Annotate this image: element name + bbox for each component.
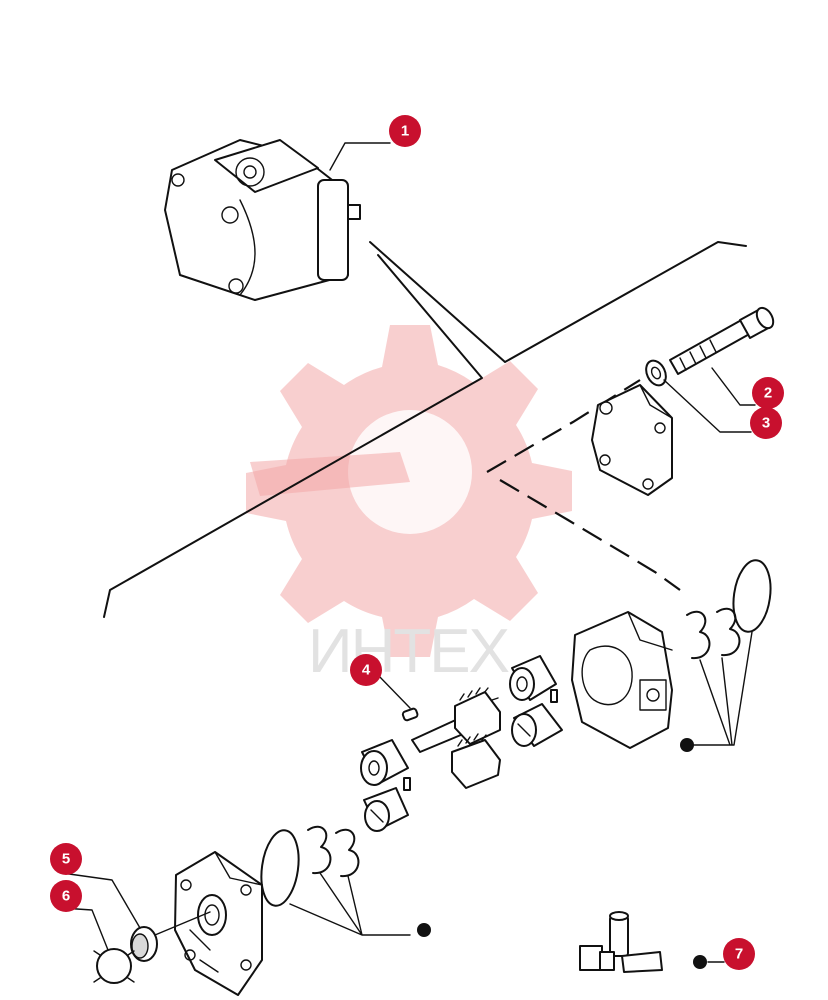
shaft-seal [130,911,211,962]
dowel-pin-lower [403,777,411,791]
watermark-text: ИНТЕХ [308,617,510,686]
bushing-upper-a [509,655,557,701]
callout-4: 4 [350,654,382,686]
pump-body [571,611,673,749]
svg-text:1: 1 [401,123,409,140]
callout-3: 3 [750,407,782,439]
bushing-upper-b [511,703,563,747]
dowel-pin [550,689,558,703]
driven-gear [451,733,501,789]
watermark-gear-logo [246,325,572,657]
drive-gear-shaft [411,687,501,753]
bolt [669,306,775,375]
bushing-lower-b [363,787,409,832]
svg-text:5: 5 [62,851,70,868]
retaining-ring [93,948,135,984]
seal-set-lower [260,825,431,937]
svg-text:7: 7 [735,946,743,963]
callout-2: 2 [752,377,784,409]
callout-1: 1 [389,115,421,147]
callout-6: 6 [50,880,82,912]
washer [645,359,667,387]
callout-5: 5 [50,843,82,875]
callout-leaders [61,142,756,963]
svg-text:4: 4 [362,662,371,679]
leader-4 [377,674,411,709]
front-flange [174,851,263,996]
callout-7: 7 [723,938,755,970]
svg-text:2: 2 [764,385,772,402]
rear-cover [591,384,673,496]
seal-set-upper [680,559,772,752]
svg-text:6: 6 [62,888,70,905]
bushing-lower-a [360,739,409,786]
sealant-kit [579,911,707,973]
svg-text:3: 3 [762,415,770,432]
key [401,707,419,722]
assembly-lines [103,241,747,618]
pump-assembly [164,139,361,301]
